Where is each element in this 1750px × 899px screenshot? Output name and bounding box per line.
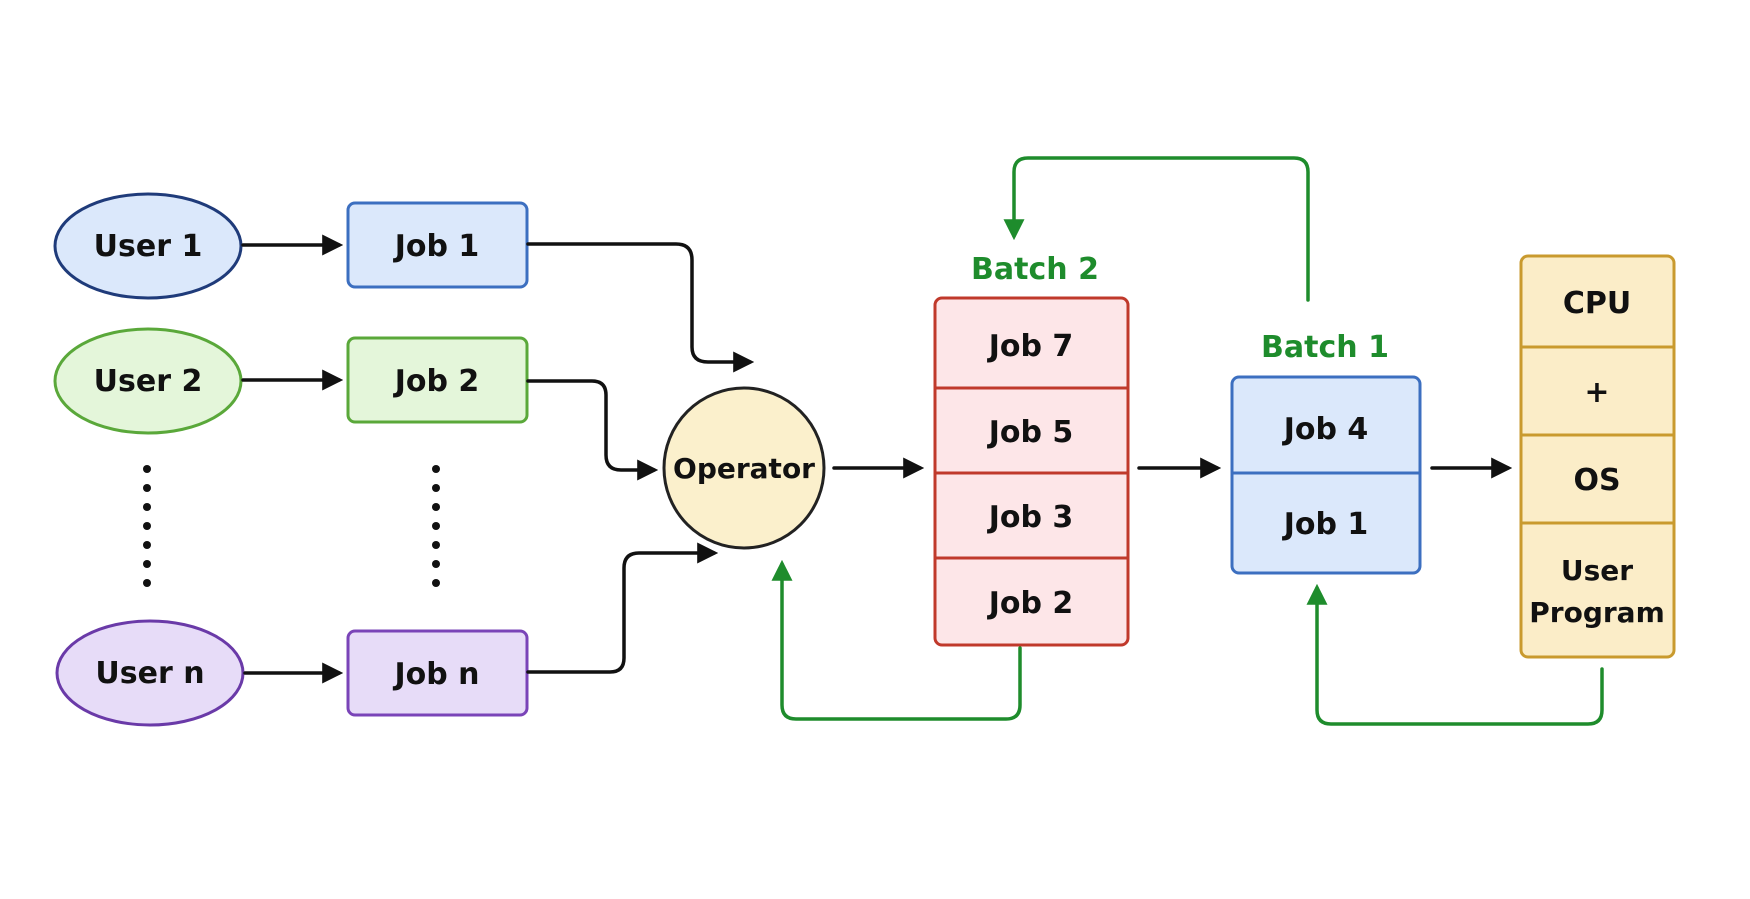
job-n-label: Job n bbox=[392, 657, 479, 692]
green-arrow-batch2-to-operator bbox=[771, 559, 1022, 721]
user-1-node: User 1 bbox=[53, 192, 243, 300]
batch-2-job-7: Job 7 bbox=[987, 329, 1074, 364]
job-2-box: Job 2 bbox=[346, 336, 529, 424]
cpu-os-program-stack: CPU + OS User Program bbox=[1519, 254, 1676, 659]
user-program-label-line1: User bbox=[1561, 554, 1633, 587]
green-arrow-batch1-to-batch2 bbox=[1003, 156, 1310, 302]
batch-2-stack: Job 7 Job 5 Job 3 Job 2 bbox=[933, 296, 1130, 647]
batch-1-stack: Job 4 Job 1 bbox=[1230, 375, 1422, 575]
users-ellipsis-dots bbox=[143, 465, 151, 587]
os-label: OS bbox=[1573, 463, 1620, 498]
batch-2-job-2: Job 2 bbox=[987, 586, 1074, 621]
arrow-job2-to-operator bbox=[526, 379, 659, 481]
cpu-label: CPU bbox=[1563, 286, 1631, 321]
user-program-label-line2: Program bbox=[1529, 596, 1665, 629]
jobs-ellipsis-dots bbox=[432, 465, 440, 587]
plus-label: + bbox=[1584, 375, 1609, 410]
user-n-node: User n bbox=[55, 619, 245, 727]
arrow-jobn-to-operator bbox=[526, 542, 719, 674]
user-n-label: User n bbox=[95, 656, 204, 691]
job-n-box: Job n bbox=[346, 629, 529, 717]
batch-2-job-5: Job 5 bbox=[987, 415, 1074, 450]
user-1-label: User 1 bbox=[94, 229, 203, 264]
job-1-box: Job 1 bbox=[346, 201, 529, 289]
job-2-label: Job 2 bbox=[393, 364, 480, 399]
batch-1-title: Batch 1 bbox=[1261, 330, 1389, 365]
operator-node: Operator bbox=[662, 386, 826, 550]
black-arrows bbox=[241, 234, 1513, 684]
arrow-job1-to-operator bbox=[526, 242, 755, 373]
job-1-label: Job 1 bbox=[393, 229, 480, 264]
user-2-node: User 2 bbox=[53, 327, 243, 435]
green-arrows bbox=[771, 156, 1604, 726]
batch-1-job-1: Job 1 bbox=[1282, 507, 1369, 542]
operator-label: Operator bbox=[673, 452, 815, 485]
batch-1-job-4: Job 4 bbox=[1282, 412, 1369, 447]
batch-2-title: Batch 2 bbox=[971, 252, 1099, 287]
green-arrow-cpu-to-batch1 bbox=[1306, 583, 1604, 726]
user-2-label: User 2 bbox=[94, 364, 203, 399]
batch-2-job-3: Job 3 bbox=[987, 500, 1074, 535]
